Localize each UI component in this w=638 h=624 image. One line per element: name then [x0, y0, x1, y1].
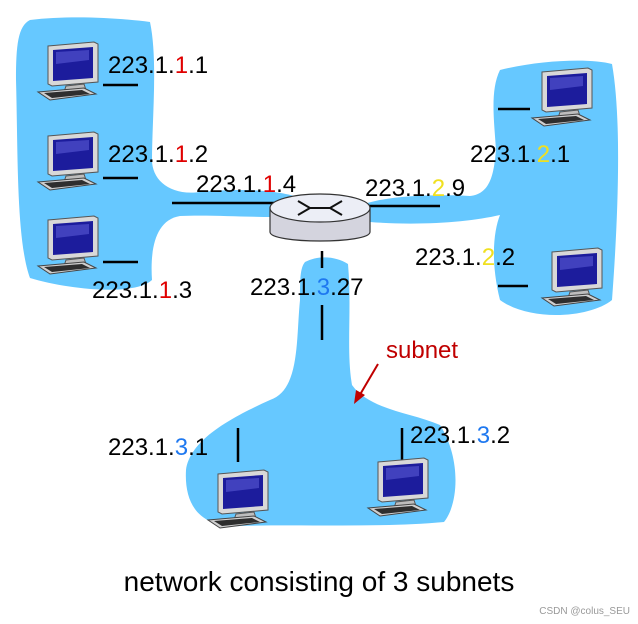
- subnet-octet: 1: [174, 141, 189, 168]
- subnet-octet: 2: [536, 141, 551, 168]
- subnet-octet: 3: [316, 274, 331, 301]
- ip-label-host-6: 223.1.3.1: [108, 434, 209, 461]
- diagram-caption: network consisting of 3 subnets: [123, 566, 515, 597]
- ip-label-host-5: 223.1.2.2: [415, 244, 516, 271]
- ip-label-router-if3: 223.1.3.27: [250, 274, 364, 301]
- subnet-octet: 1: [174, 52, 189, 79]
- subnet-3-area: [185, 257, 456, 527]
- subnet-octet: 2: [481, 244, 496, 271]
- ip-label-router-if2: 223.1.2.9: [365, 175, 466, 202]
- ip-label-host-2: 223.1.1.2: [108, 141, 209, 168]
- ip-label-host-3: 223.1.1.3: [92, 277, 193, 304]
- ip-label-host-7: 223.1.3.2: [410, 422, 511, 449]
- subnet-octet: 3: [174, 434, 189, 461]
- subnet-arrow-icon: [354, 363, 379, 404]
- subnet-label: subnet: [386, 337, 459, 364]
- router-icon: [269, 193, 371, 242]
- links: [103, 83, 530, 462]
- ip-label-host-1: 223.1.1.1: [108, 52, 209, 79]
- subnet-octet: 1: [158, 277, 173, 304]
- watermark: CSDN @colus_SEU: [539, 606, 630, 617]
- subnet-octet: 1: [262, 171, 277, 198]
- subnet-octet: 3: [476, 422, 491, 449]
- ip-label-router-if1: 223.1.1.4: [196, 171, 297, 198]
- ip-label-host-4: 223.1.2.1: [470, 141, 571, 168]
- subnet-octet: 2: [431, 175, 446, 202]
